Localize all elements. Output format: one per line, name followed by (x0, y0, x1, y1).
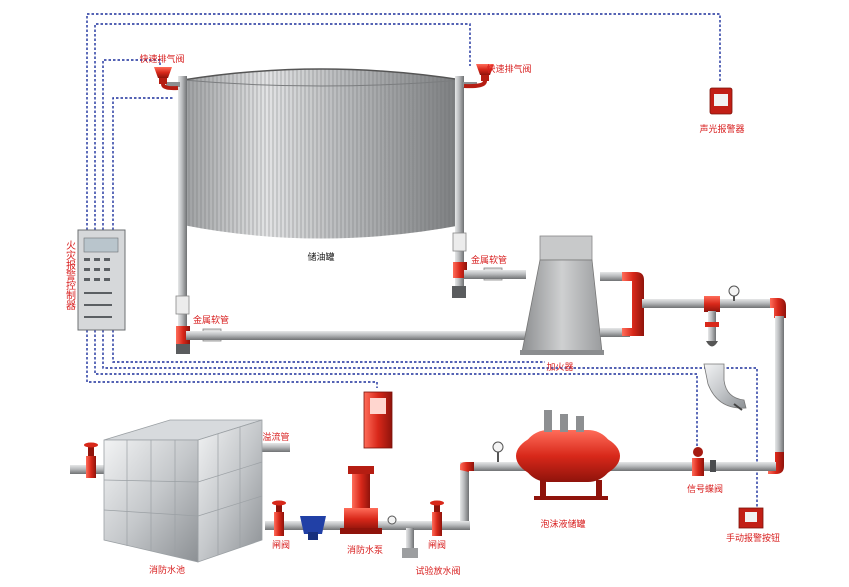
audible-visual-alarm (709, 87, 733, 115)
label-pump: 消防水泵 (347, 544, 383, 556)
left-pipe-flange (175, 295, 190, 315)
fire-water-pump (340, 466, 382, 534)
label-pool: 消防水池 (149, 564, 185, 576)
label-manual-button: 手动报警按钮 (726, 532, 780, 544)
pressure-gauge-top (728, 285, 740, 301)
label-gate-valve-2: 闸阀 (428, 540, 446, 551)
fire-alarm-controller (77, 229, 126, 331)
signal-line-heater (112, 330, 545, 363)
signal-line-manual-button (102, 330, 758, 508)
signal-line-tank (112, 97, 173, 230)
foam-outlet-pipe (460, 462, 776, 471)
label-overflow: 溢流管 (262, 431, 289, 443)
label-heater: 加火器 (546, 362, 573, 373)
label-controller: 火灾报警控制器 (64, 240, 76, 311)
label-alarm: 声光报警器 (699, 123, 744, 135)
fire-cabinet (363, 391, 393, 449)
label-foam-tank: 泡沫液储罐 (540, 518, 585, 530)
signal-line-left-vent (102, 59, 161, 230)
label-vent-valve-right: 快速排气阀 (486, 63, 531, 75)
heater-unit (520, 235, 604, 355)
lower-feed-pipe (186, 331, 526, 340)
signal-butterfly-valve (692, 447, 716, 476)
quick-vent-valve-left (154, 67, 179, 91)
right-vertical-pipe (775, 316, 784, 456)
label-hose-right: 金属软管 (471, 254, 507, 266)
heater-return-elbow (622, 272, 644, 336)
label-gate-valve-1: 闸阀 (272, 540, 290, 551)
signal-line-right-vent (94, 23, 471, 230)
left-riser-pipe (178, 76, 187, 346)
upper-feed-pipe (464, 270, 526, 279)
gate-valve-1 (272, 500, 286, 536)
label-signal-valve: 信号蝶阀 (687, 483, 723, 495)
manual-alarm-button (738, 507, 764, 529)
oil-storage-tank (182, 68, 463, 239)
right-riser-pipe (455, 76, 464, 294)
strainer-filter (300, 516, 326, 540)
foam-branch (703, 296, 747, 411)
test-discharge-valve (387, 515, 418, 558)
signal-line-alarm (86, 13, 721, 230)
right-pipe-flange (452, 232, 467, 252)
right-pipe-base (452, 286, 466, 298)
overflow-pipe (256, 443, 290, 452)
label-vent-valve-left: 快速排气阀 (139, 53, 184, 65)
foam-liquid-tank (492, 410, 620, 500)
signal-lines (86, 13, 758, 508)
signal-line-signal-valve (94, 330, 698, 452)
fire-water-pool (103, 419, 263, 563)
right-elbow (453, 262, 467, 278)
label-tank: 储油罐 (307, 251, 334, 263)
label-hose-left: 金属软管 (193, 314, 229, 326)
inlet-valve (84, 442, 98, 478)
quick-vent-valve-right (463, 64, 494, 89)
gate-valve-2 (430, 500, 444, 536)
label-test-valve: 试验放水阀 (415, 565, 460, 577)
